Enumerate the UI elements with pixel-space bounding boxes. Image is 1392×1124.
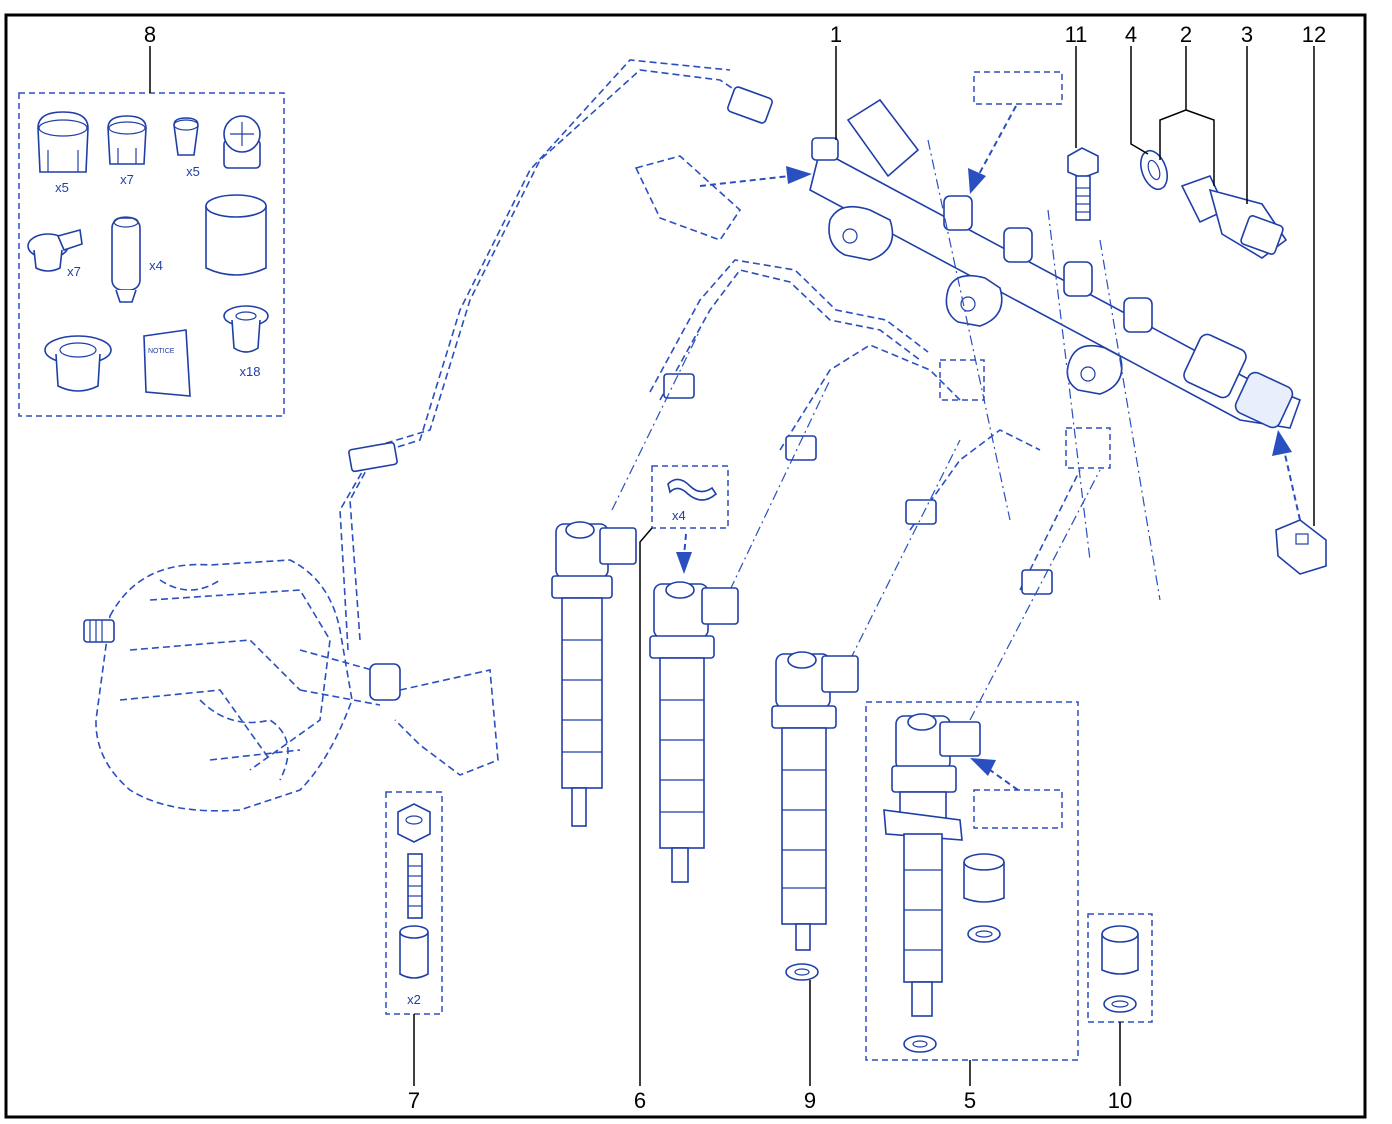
notice-booklet-icon: NOTICE — [143, 329, 191, 397]
stud-icon — [407, 853, 423, 919]
feed-pipe — [394, 669, 499, 776]
injector-pipe-2 — [779, 344, 961, 451]
clip-arrow — [683, 533, 687, 557]
kit-7-sleeve-icon — [399, 925, 429, 979]
rail-ref-box — [973, 71, 1063, 105]
centerline-inj-1 — [611, 329, 701, 511]
small-bushing-icon — [223, 305, 269, 353]
callout-12: 12 — [1302, 22, 1326, 47]
medium-cap-icon — [107, 115, 147, 165]
high-pressure-pump — [83, 559, 401, 812]
leader-4 — [1130, 46, 1149, 155]
flanged-bushing-icon — [44, 335, 112, 392]
pipe-clip-b — [727, 86, 773, 124]
kit-10-sleeve-icon — [1101, 925, 1139, 975]
qty-bushing: x18 — [240, 364, 261, 379]
bolt-11 — [1067, 147, 1099, 221]
pipe-clip-e — [905, 499, 937, 525]
fuel-rail — [809, 98, 1302, 429]
kit-8-box — [18, 92, 285, 417]
clip-kit-box — [651, 465, 729, 529]
injector-kit-box — [865, 701, 1079, 1061]
nut-icon — [397, 803, 431, 843]
qty-clip: x4 — [672, 508, 686, 523]
screw-cap-icon — [223, 115, 261, 169]
kit-10-oring-icon — [1103, 995, 1137, 1013]
injector-pipe-1b — [649, 259, 929, 393]
washer-4 — [1140, 149, 1168, 191]
centerline-inj-2 — [729, 379, 831, 591]
leader-2 — [1159, 46, 1215, 186]
centerline-rail-1 — [927, 139, 1011, 521]
sleeve-pin-icon — [111, 216, 141, 303]
kit-8-caps-bushings: x5 x7 x5 x7 x4 NOTI — [18, 92, 285, 417]
callout-8: 8 — [144, 22, 156, 47]
callout-9: 9 — [804, 1088, 816, 1113]
injector-pipe-3 — [909, 429, 1041, 531]
pipe-connector-box-b — [1065, 427, 1111, 469]
leader-6 — [639, 527, 653, 1086]
injector-a — [551, 521, 637, 827]
qty-medium-cap: x7 — [120, 172, 134, 187]
pressure-sensor-3 — [1180, 175, 1288, 259]
injector-kit-arrow — [989, 769, 1019, 791]
kit-5-washer-icon — [903, 1035, 937, 1053]
notice-label: NOTICE — [148, 348, 175, 355]
pipe-clip-c — [663, 373, 695, 399]
seal-washer-9 — [785, 963, 819, 981]
callout-10: 10 — [1108, 1088, 1132, 1113]
tab-cap-icon — [27, 228, 83, 272]
callout-11: 11 — [1065, 22, 1088, 47]
injector-d — [883, 713, 981, 1017]
rail-ref-arrow — [977, 105, 1017, 177]
spring-clip-icon — [667, 478, 718, 501]
kit-5-sleeve-icon — [963, 853, 1005, 903]
pipe-clip-a — [348, 441, 398, 473]
loose-sensor — [634, 155, 812, 241]
callout-4: 4 — [1125, 22, 1137, 47]
cap-12-arrow — [1283, 449, 1301, 521]
injector-b — [649, 581, 739, 883]
injector-pipe-4 — [1019, 469, 1081, 591]
injector-kit-ref-box — [973, 789, 1063, 829]
callout-2: 2 — [1180, 22, 1192, 47]
large-cap-icon — [37, 111, 89, 173]
qty-small-cap: x5 — [186, 164, 200, 179]
regulator-cap-12 — [1275, 519, 1327, 575]
qty-sleeve: x4 — [149, 258, 163, 273]
qty-stud-kit: x2 — [407, 992, 421, 1007]
centerline-inj-3 — [849, 439, 961, 661]
injector-pipe-1 — [659, 269, 921, 401]
cylinder-sleeve-icon — [205, 194, 267, 276]
pipe-clip-d — [785, 435, 817, 461]
injector-c — [771, 651, 859, 951]
kit-5-oring-icon — [967, 925, 1001, 943]
rail-supply-pipe-2 — [339, 59, 731, 651]
diagram-frame — [4, 13, 1367, 1119]
qty-tab-cap: x7 — [67, 264, 81, 279]
callout-6: 6 — [634, 1088, 646, 1113]
small-cap-icon — [173, 117, 199, 156]
callout-7: 7 — [408, 1088, 420, 1113]
callout-1: 1 — [830, 22, 842, 47]
callout-5: 5 — [964, 1088, 976, 1113]
centerline-rail-3 — [1099, 239, 1161, 601]
qty-large-cap: x5 — [55, 180, 69, 195]
pipe-connector-box-a — [939, 359, 985, 401]
callout-3: 3 — [1241, 22, 1253, 47]
rail-supply-pipe — [349, 69, 751, 641]
centerline-inj-4 — [969, 469, 1101, 721]
